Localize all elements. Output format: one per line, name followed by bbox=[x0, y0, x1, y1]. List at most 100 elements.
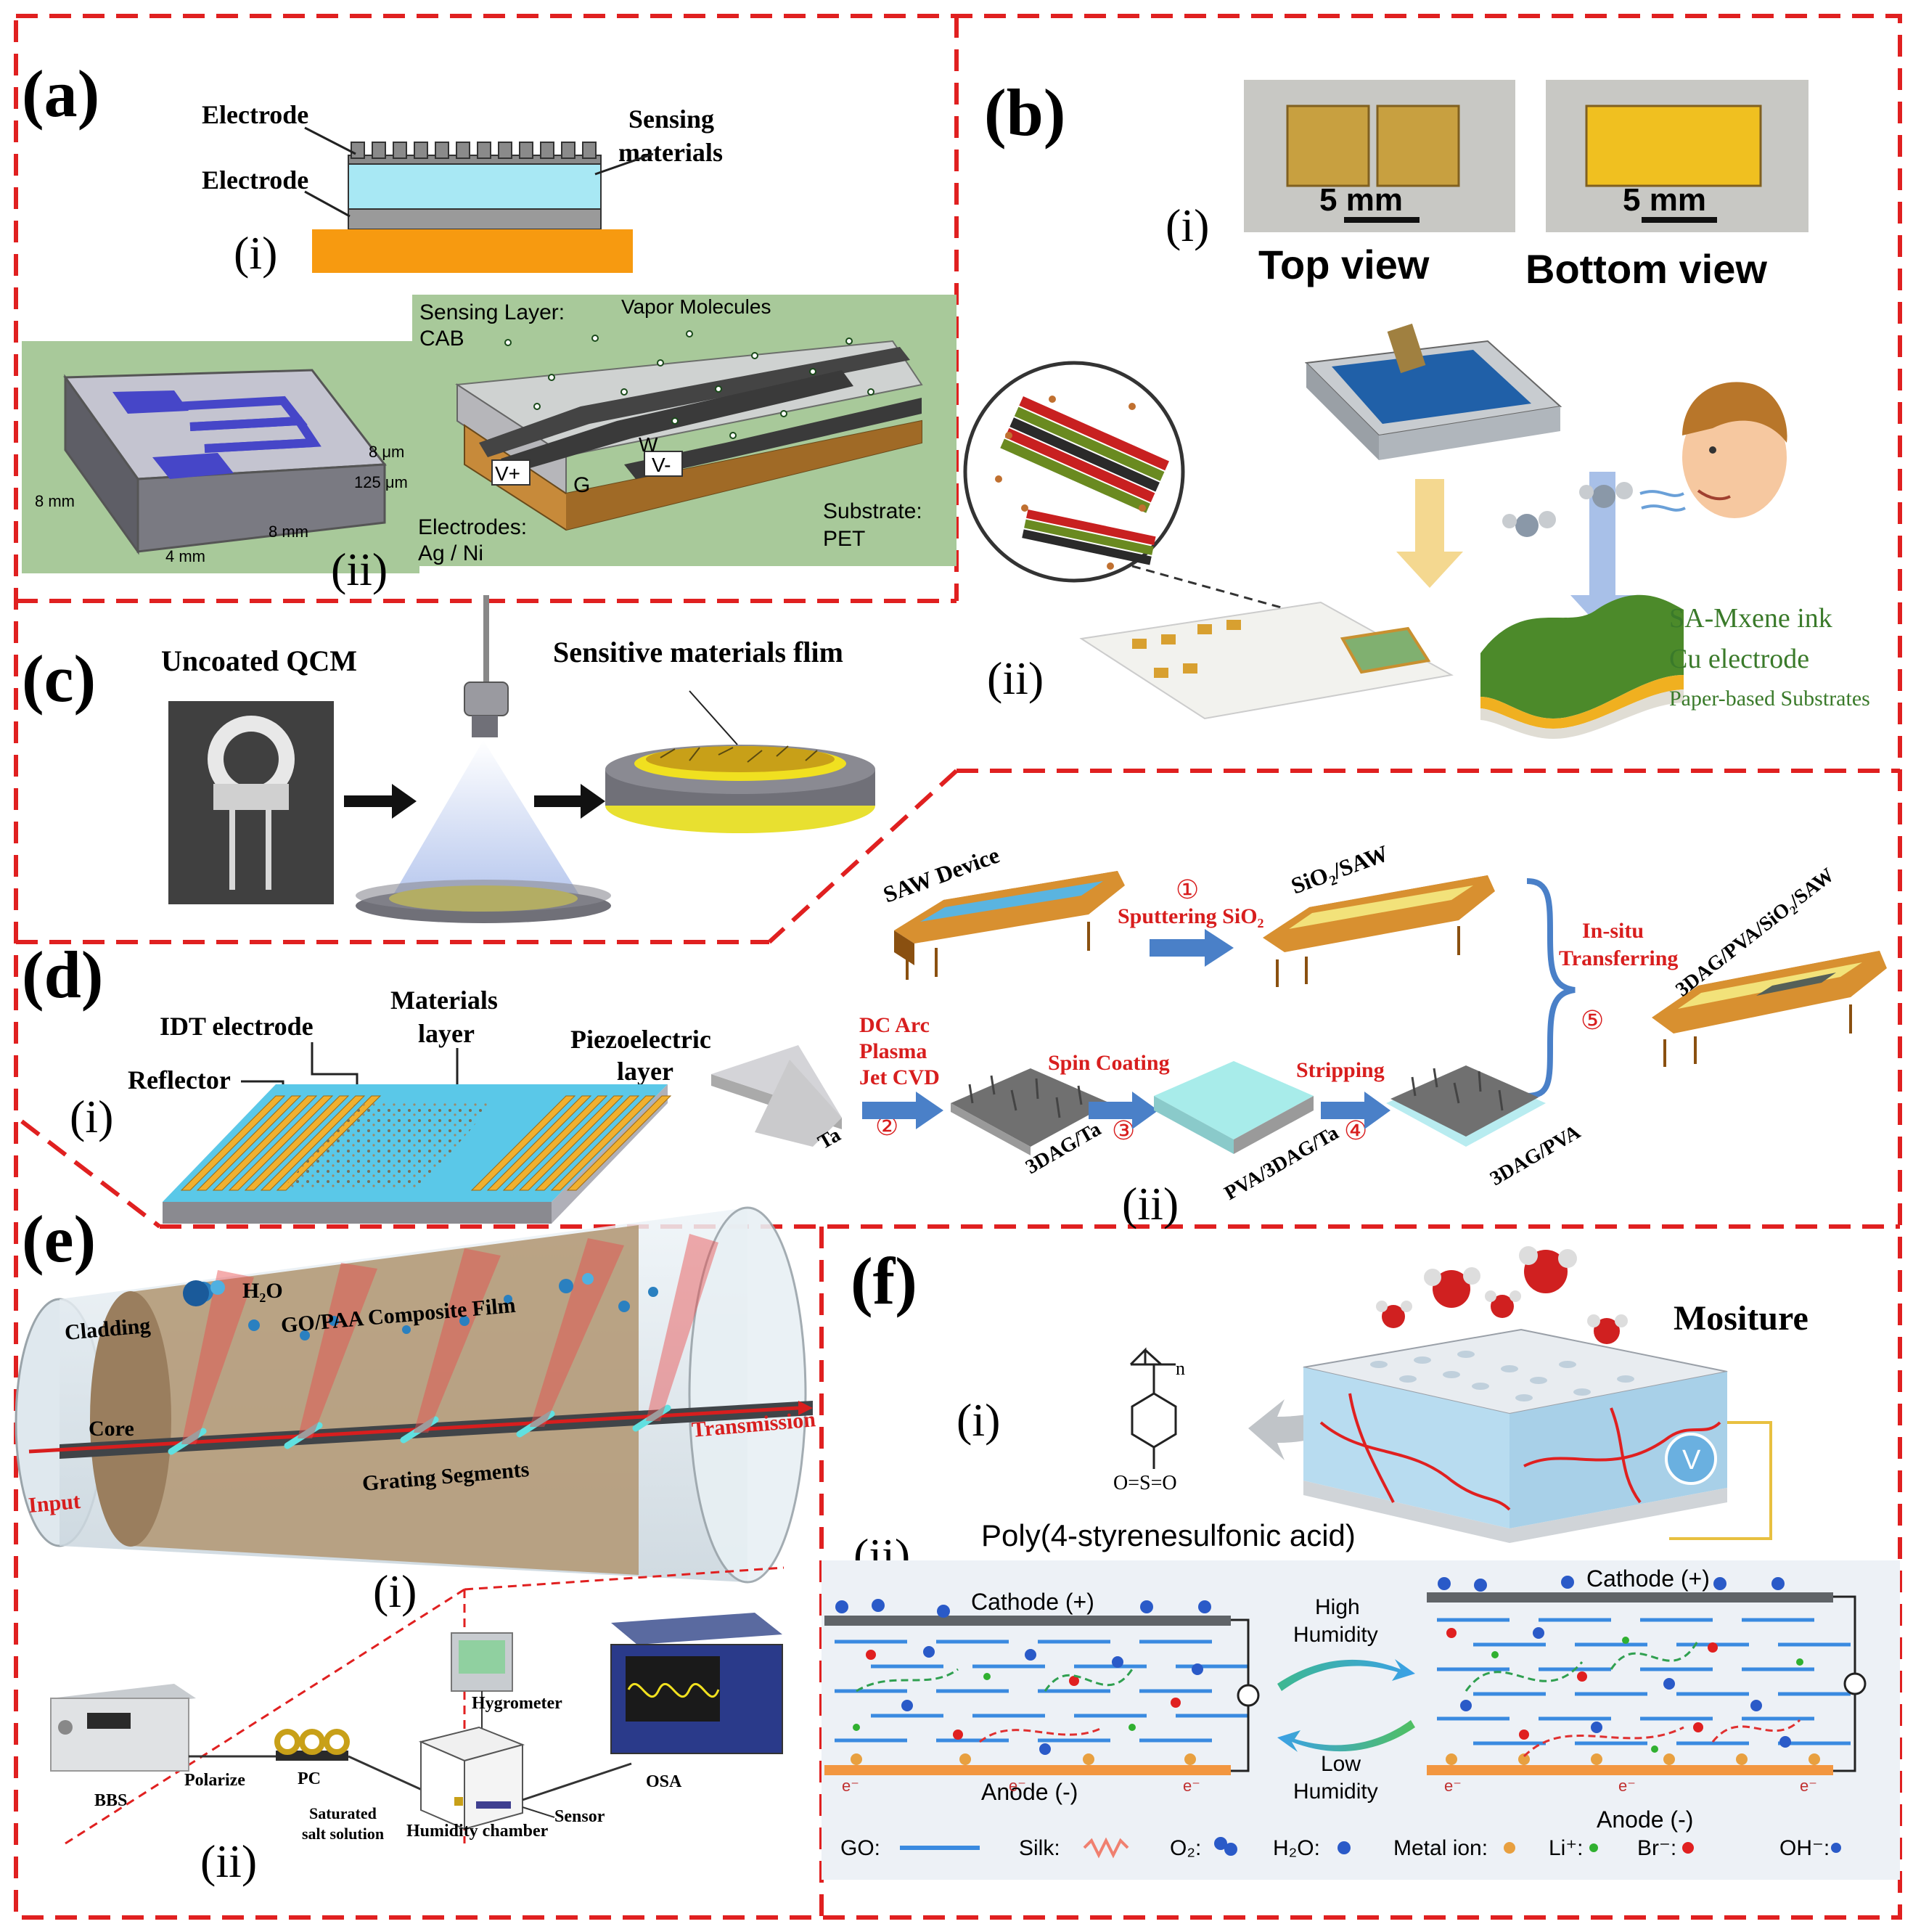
panel-a-sub-i: (i) bbox=[234, 227, 277, 279]
legend-o2: O₂: bbox=[1170, 1836, 1201, 1860]
panel-e-saturated-2: salt solution bbox=[302, 1825, 384, 1843]
panel-f-structure bbox=[1129, 1347, 1177, 1469]
panel-c-coated-qcm bbox=[605, 690, 875, 833]
panel-d-step5-num: ⑤ bbox=[1581, 1006, 1604, 1035]
panel-d-sio2-chip bbox=[1263, 875, 1495, 987]
panel-d-final-chip bbox=[1652, 951, 1887, 1067]
panel-d-label: (d) bbox=[22, 938, 103, 1012]
panel-c-label: (c) bbox=[22, 642, 96, 716]
panel-e-hygrometer-label: Hygrometer bbox=[472, 1694, 562, 1713]
panel-a-dim-8mm-left: 8 mm bbox=[35, 492, 75, 510]
panel-a-dim-8mm-right: 8 mm bbox=[269, 523, 308, 541]
panel-e-core-label: Core bbox=[89, 1417, 134, 1441]
panel-b-face-icon bbox=[1639, 382, 1787, 518]
panel-b-paper-label: Paper-based Substrates bbox=[1669, 687, 1870, 711]
panel-b-illustration bbox=[963, 323, 1787, 739]
panel-a-dim-8um: 8 μm bbox=[369, 443, 404, 461]
panel-f-anode-right: Anode (-) bbox=[1597, 1806, 1693, 1833]
panel-a-device-3d: 8 mm 4 mm 8 mm 8 μm 125 μm bbox=[22, 341, 419, 573]
panel-b-cu-label: Cu electrode bbox=[1669, 644, 1809, 674]
panel-c-airbrush-icon bbox=[464, 595, 509, 737]
panel-b-scale-top: 5 mm bbox=[1319, 182, 1403, 218]
panel-f-electron-4: e⁻ bbox=[1444, 1777, 1462, 1795]
panel-c-qcm-photo bbox=[168, 701, 334, 904]
panel-e-h2o-label: H₂O bbox=[242, 1279, 283, 1303]
panel-b-photo-top: 5 mm bbox=[1244, 80, 1515, 232]
panel-f-membrane: V bbox=[1303, 1328, 1772, 1543]
panel-d-dc-3: Jet CVD bbox=[859, 1065, 940, 1089]
panel-f-polymer-label: Poly(4-styrenesulfonic acid) bbox=[981, 1518, 1356, 1552]
panel-f-water-molecules bbox=[1376, 1246, 1628, 1344]
panel-b-ink-label: SA-Mxene ink bbox=[1669, 603, 1832, 634]
panel-a-substrate-2: PET bbox=[823, 527, 865, 551]
panel-a-dim-125um: 125 μm bbox=[354, 473, 408, 491]
panel-e-sub-ii: (ii) bbox=[200, 1835, 257, 1887]
panel-a-w: W bbox=[639, 433, 658, 456]
panel-b-photo-bottom: 5 mm bbox=[1546, 80, 1808, 232]
panel-f-n-label: n bbox=[1176, 1358, 1185, 1379]
panel-d-step3-num: ③ bbox=[1112, 1116, 1135, 1145]
panel-d-dc-1: DC Arc bbox=[859, 1013, 930, 1037]
panel-d-strip-label: Stripping bbox=[1296, 1058, 1385, 1082]
panel-a-vminus: V- bbox=[652, 454, 671, 476]
panel-f-cathode-left: Cathode (+) bbox=[971, 1589, 1094, 1615]
panel-e-pc-label: PC bbox=[298, 1769, 321, 1788]
panel-d-materials-1: Materials bbox=[390, 986, 498, 1015]
panel-e-fiber bbox=[15, 1206, 813, 1584]
panel-d-pva-3dag-ta bbox=[1154, 1061, 1314, 1154]
panel-f-electron-5: e⁻ bbox=[1618, 1777, 1636, 1795]
panel-e-pc-device bbox=[274, 1729, 350, 1761]
panel-a-sensing-label-1: Sensing bbox=[628, 105, 714, 134]
panel-d-piezo-2: layer bbox=[617, 1057, 673, 1086]
panel-a-vapor-label: Vapor Molecules bbox=[621, 295, 771, 318]
panel-e-bbs-label: BBS bbox=[94, 1791, 127, 1810]
panel-f-moisture-label: Mositure bbox=[1674, 1299, 1808, 1338]
panel-f-high-1: High bbox=[1315, 1595, 1360, 1619]
panel-f-legend: GO: Silk: O₂: H₂O: Metal ion: Li⁺: Br⁻: … bbox=[840, 1836, 1841, 1860]
legend-br: Br⁻: bbox=[1637, 1836, 1676, 1860]
legend-h2o: H₂O: bbox=[1273, 1836, 1320, 1860]
panel-e-chamber bbox=[418, 1726, 525, 1830]
panel-f-low-2: Humidity bbox=[1293, 1780, 1378, 1804]
panel-d-step1-num: ① bbox=[1176, 875, 1199, 904]
panel-e-saturated-1: Saturated bbox=[309, 1804, 377, 1822]
panel-b-bottom-view: Bottom view bbox=[1525, 246, 1767, 292]
panel-d-step4-num: ④ bbox=[1344, 1116, 1367, 1145]
panel-d: (d) (i) IDT electrode Materials layer Pi… bbox=[22, 840, 1887, 1229]
panel-d-3dag-pva-label: 3DAG/PVA bbox=[1486, 1121, 1585, 1190]
panel-a-sensing-layer-1: Sensing Layer: bbox=[419, 300, 565, 324]
panel-d-reflector-label: Reflector bbox=[128, 1065, 231, 1094]
panel-f-cathode-right: Cathode (+) bbox=[1586, 1565, 1710, 1592]
panel-a-layer-stack bbox=[312, 142, 633, 273]
panel-f-label: (f) bbox=[851, 1244, 917, 1318]
panel-a-cross-section: Sensing Layer: CAB Vapor Molecules V+ V-… bbox=[412, 295, 956, 566]
panel-e: (e) bbox=[15, 1202, 816, 1887]
panel-c: (c) Uncoated QCM Sensitive materials fli… bbox=[22, 595, 875, 923]
panel-b-top-view: Top view bbox=[1258, 242, 1430, 287]
panel-a-electrodes-1: Electrodes: bbox=[418, 515, 527, 539]
panel-d-piezo-1: Piezoelectric bbox=[570, 1025, 711, 1054]
panel-a: (a) Electrode Electrode Sensing material… bbox=[22, 57, 956, 595]
panel-b: (b) (i) 5 mm 5 mm Top view Bottom view bbox=[963, 75, 1870, 739]
panel-a-sub-ii: (ii) bbox=[331, 544, 388, 595]
panel-f-sub-i: (i) bbox=[956, 1394, 1000, 1446]
panel-d-insitu-1: In-situ bbox=[1582, 919, 1644, 943]
panel-f-schematic bbox=[822, 1560, 1900, 1880]
panel-d-saw-device bbox=[163, 1084, 672, 1224]
panel-e-hygrometer-device bbox=[451, 1632, 513, 1764]
panel-a-electrode-top-label: Electrode bbox=[202, 100, 308, 129]
panel-e-sub-i: (i) bbox=[373, 1565, 417, 1617]
panel-f-go-layers-left bbox=[835, 1640, 1248, 1743]
panel-e-setup: BBS Polarize PC Hygrometer bbox=[50, 1566, 785, 1845]
panel-c-film-label: Sensitive materials flim bbox=[553, 636, 843, 668]
panel-b-sub-ii: (ii) bbox=[987, 652, 1044, 704]
panel-d-dc-2: Plasma bbox=[859, 1039, 927, 1063]
panel-d-saw-chip bbox=[894, 871, 1125, 980]
legend-metal: Metal ion: bbox=[1393, 1836, 1488, 1860]
panel-d-step1-label: Sputtering SiO₂ bbox=[1118, 904, 1264, 928]
panel-b-label: (b) bbox=[984, 75, 1065, 150]
panel-f: (f) Mositure (i) n O=S=O Poly(4-styrenes… bbox=[822, 1244, 1900, 1880]
panel-a-sensing-layer-2: CAB bbox=[419, 327, 464, 351]
legend-silk: Silk: bbox=[1019, 1836, 1060, 1860]
panel-e-chamber-label: Humidity chamber bbox=[406, 1822, 549, 1841]
